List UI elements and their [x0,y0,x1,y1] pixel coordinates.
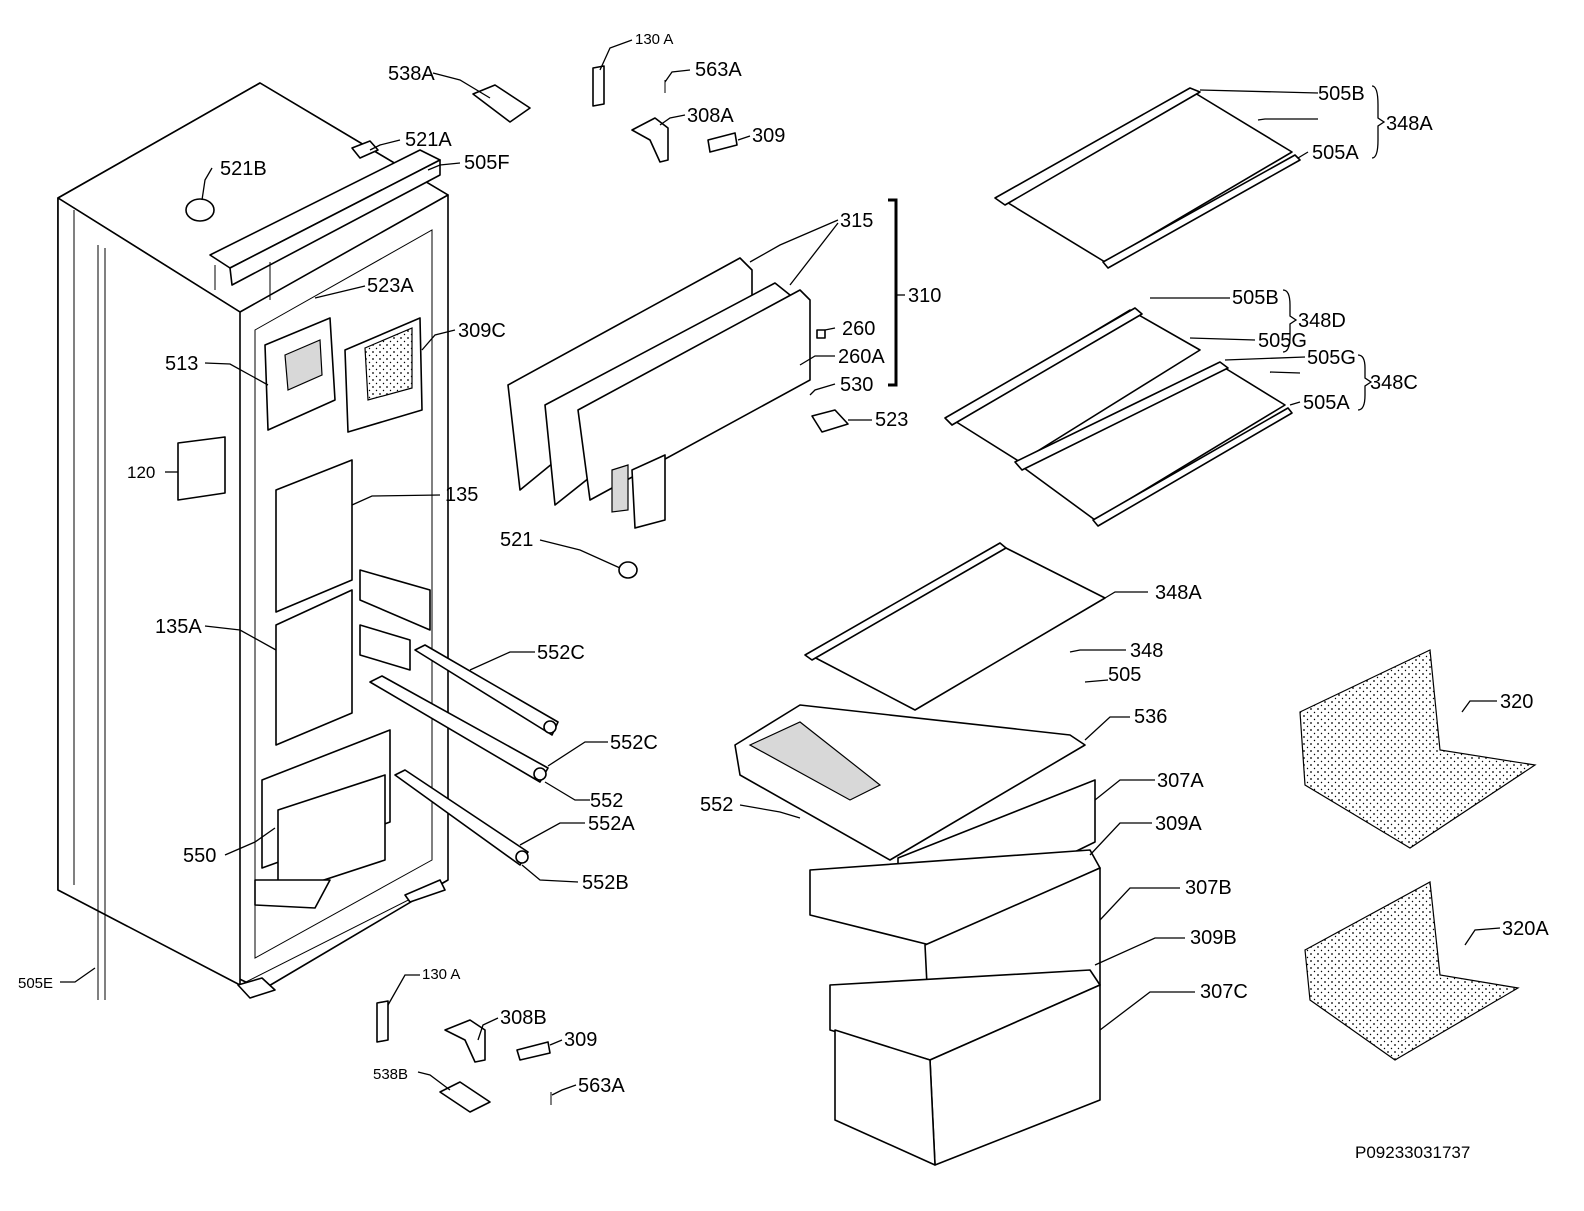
callout-536: 536 [1134,706,1167,728]
callout-labels: 538A 130 A 563A 521A 505F 521B 308A 309 … [18,31,1549,1162]
callout-320a: 320A [1502,918,1549,940]
callout-505b-1: 505B [1318,83,1365,105]
cabinet [57,82,449,1000]
callout-552b: 552B [582,872,629,894]
callout-552-left: 552 [700,794,733,816]
callout-513: 513 [165,353,198,375]
callout-309-bottom: 309 [564,1029,597,1051]
callout-135: 135 [445,484,478,506]
callout-552a: 552A [588,813,635,835]
callout-521b: 521B [220,158,267,180]
callout-308b: 308B [500,1007,547,1029]
callout-309b: 309B [1190,927,1237,949]
callout-348d: 348D [1298,310,1346,332]
callout-505g-1: 505G [1258,330,1307,352]
callout-307a: 307A [1157,770,1204,792]
crisper-drawers [734,542,1106,1166]
callout-563a-top: 563A [695,59,742,81]
diagram-code: P09233031737 [1355,1143,1470,1162]
callout-523: 523 [875,409,908,431]
callout-552-right: 552 [590,790,623,812]
callout-530: 530 [840,374,873,396]
top-rail [209,149,441,300]
callout-348c: 348C [1370,372,1418,394]
callout-130a-bottom: 130 A [422,966,460,983]
callout-348: 348 [1130,640,1163,662]
callout-505a-1: 505A [1312,142,1359,164]
callout-505b-2: 505B [1232,287,1279,309]
slide-rails [369,644,559,866]
door-assembly [507,257,811,529]
callout-260: 260 [842,318,875,340]
callout-308a: 308A [687,105,734,127]
callout-538b: 538B [373,1066,408,1083]
callout-260a: 260A [838,346,885,368]
callout-348a-1: 348A [1386,113,1433,135]
callout-505: 505 [1108,664,1141,686]
callout-521: 521 [500,529,533,551]
callout-505e: 505E [18,975,53,992]
callout-521a: 521A [405,129,452,151]
callout-130a-top: 130 A [635,31,673,48]
callout-120: 120 [127,463,155,482]
callout-309-top: 309 [752,125,785,147]
small-fittings [185,65,849,1113]
callout-552c-1: 552C [537,642,585,664]
callout-310: 310 [908,285,941,307]
wire-baskets [1299,649,1537,1061]
callout-550: 550 [183,845,216,867]
group-brackets [888,85,1386,411]
callout-320: 320 [1500,691,1533,713]
callout-538a-top: 538A [388,63,435,85]
callout-309c: 309C [458,320,506,342]
callout-505g-2: 505G [1307,347,1356,369]
leader-lines [60,39,1501,1096]
callout-523a: 523A [367,275,414,297]
callout-348a-2: 348A [1155,582,1202,604]
callout-309a: 309A [1155,813,1202,835]
callout-552c-2: 552C [610,732,658,754]
callout-315: 315 [840,210,873,232]
callout-135a: 135A [155,616,202,638]
glass-shelves [944,87,1301,527]
interior-parts [177,317,431,909]
callout-505f: 505F [464,152,510,174]
callout-307b: 307B [1185,877,1232,899]
callout-505a-2: 505A [1303,392,1350,414]
callout-563a-bottom: 563A [578,1075,625,1097]
callout-307c: 307C [1200,981,1248,1003]
